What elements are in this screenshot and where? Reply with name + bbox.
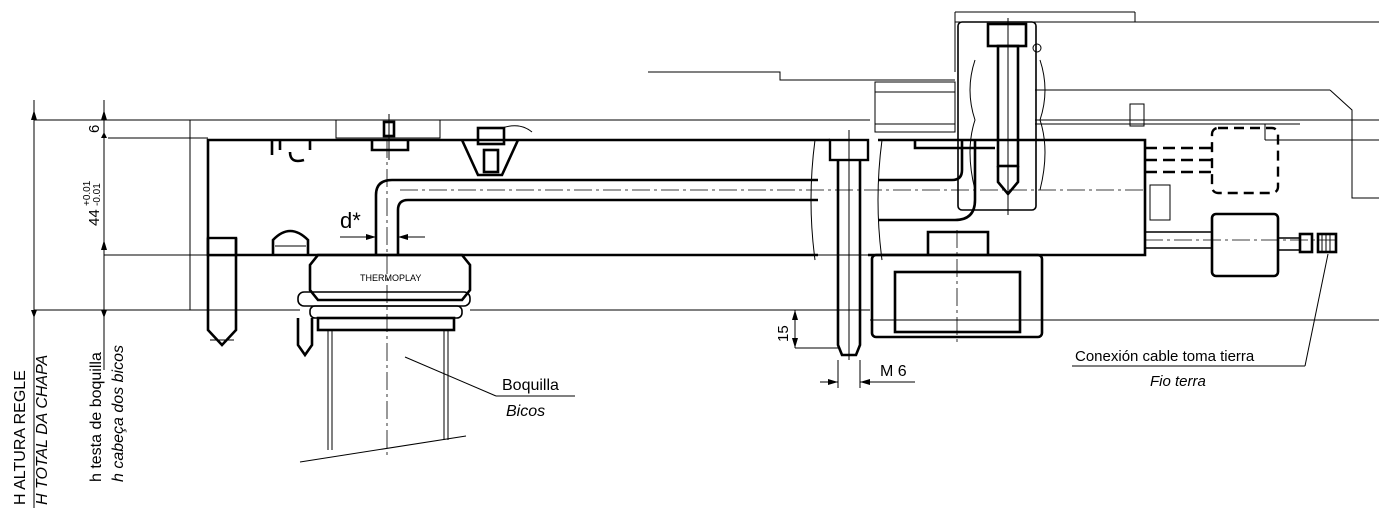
conexion-label: Conexión cable toma tierra [1075, 348, 1255, 365]
nozzle [296, 140, 575, 463]
h-altura-regle-label: H ALTURA REGLE [12, 370, 29, 505]
d-star-label: d* [340, 208, 361, 233]
dimension-44: 44 [86, 209, 103, 226]
boquilla-label: Boquilla [502, 377, 559, 394]
upper-plate-structure [648, 11, 1379, 199]
cable-connector [1145, 126, 1340, 278]
tolerance-minus: -0.01 [92, 183, 103, 206]
m6-label: M 6 [880, 363, 907, 380]
top-screw-assembly [874, 18, 1145, 215]
manifold-body [206, 114, 1147, 360]
h-testa-boquilla-label: h testa de boquilla [88, 352, 105, 482]
tolerance-plus: +0.01 [82, 180, 93, 206]
h-total-chapa-label: H TOTAL DA CHAPA [34, 355, 51, 505]
dimension-6: 6 [86, 125, 103, 133]
dimension-15: 15 [775, 325, 792, 342]
fio-terra-label: Fio terra [1150, 373, 1206, 390]
lower-locating-block [870, 230, 1044, 345]
thermoplay-label: THERMOPLAY [360, 273, 421, 283]
dimension-lines [31, 100, 1329, 508]
bicos-label: Bicos [506, 403, 545, 420]
manifold-plate-frame [108, 119, 1379, 321]
h-cabeca-bicos-label: h cabeça dos bicos [110, 345, 127, 482]
